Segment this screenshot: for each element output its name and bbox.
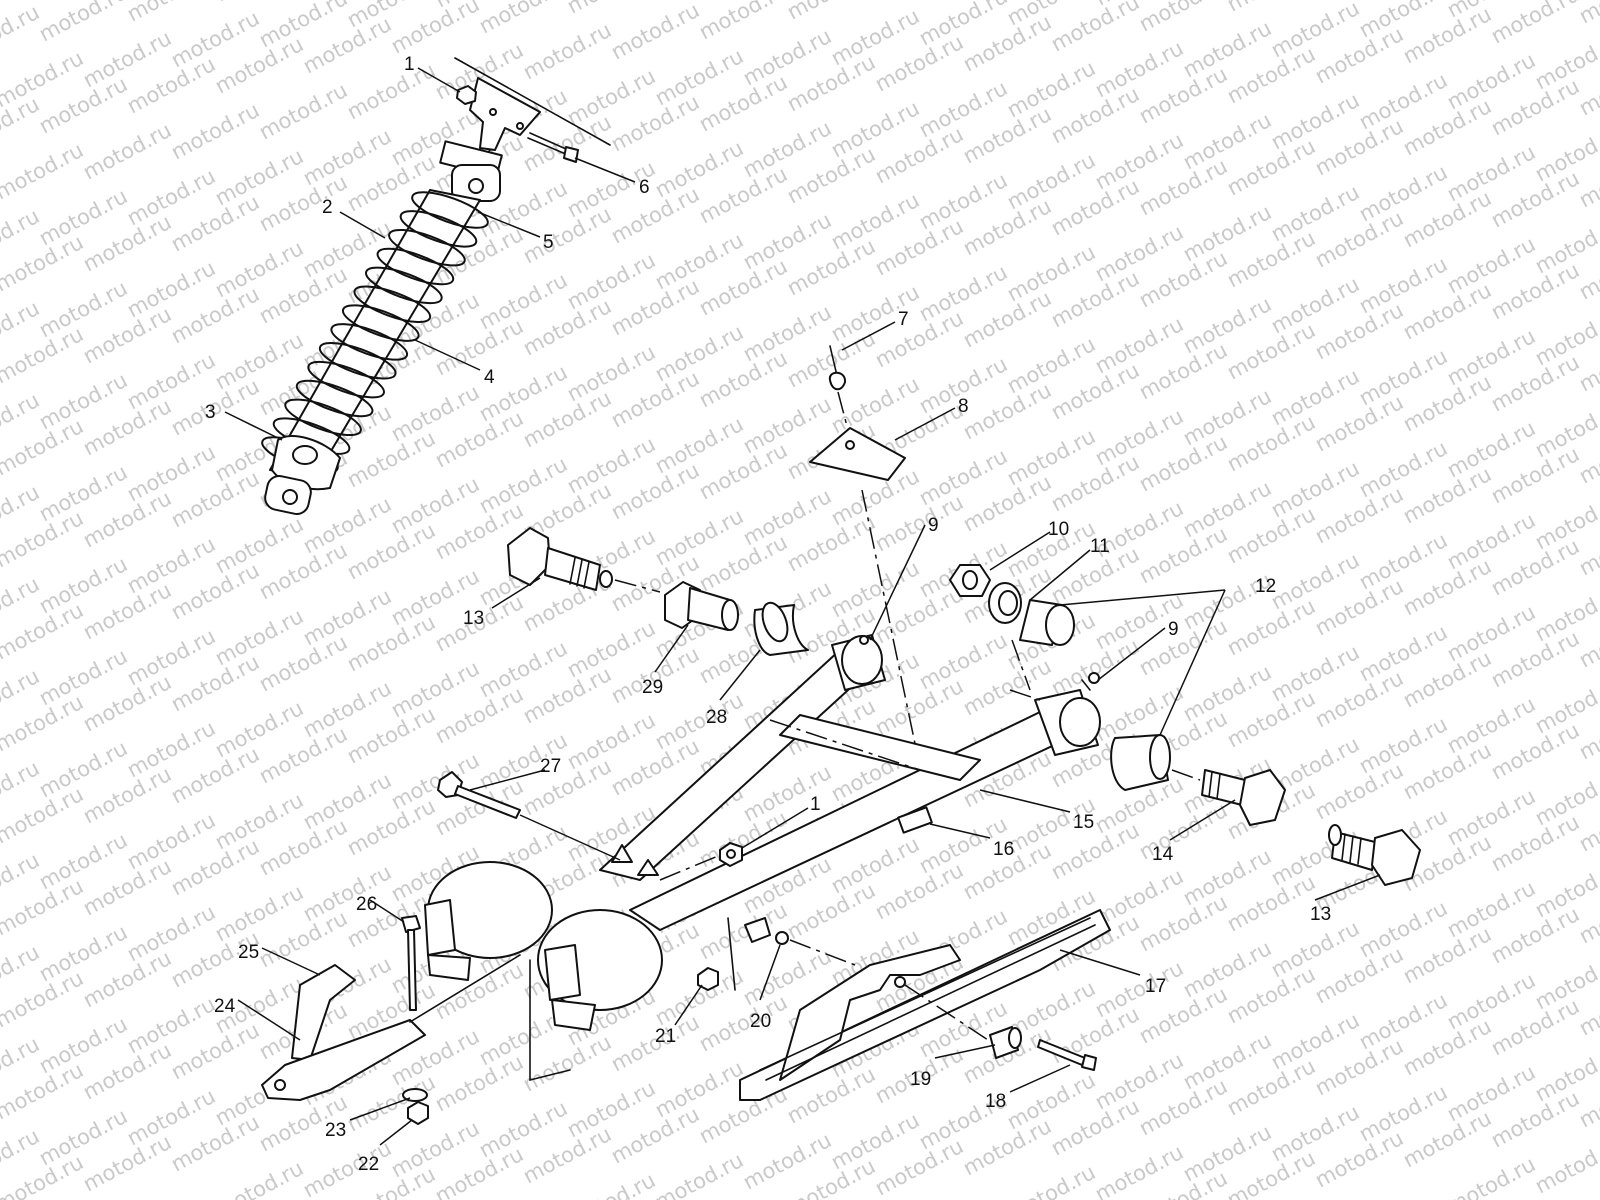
callout-24: 24 [214,996,236,1017]
spring-coil [365,266,443,305]
spring-coil [330,323,409,361]
callout-29: 29 [642,677,663,698]
spring-coil [353,285,432,323]
axle-clamp-left [424,861,553,981]
callout-9: 9 [928,515,939,536]
frame-nut [719,842,743,867]
spring-coil [388,228,466,267]
callout-20: 20 [750,1011,771,1032]
callout-25: 25 [238,942,259,963]
callout-10: 10 [1048,519,1069,540]
callout-15: 15 [1073,812,1094,833]
callout-23: 23 [325,1120,346,1141]
shock-mount-bolt [527,132,579,163]
bracket-25 [291,964,356,1061]
swing-arm-frame [599,634,1101,931]
screw-18 [1037,1039,1097,1071]
callout-7: 7 [898,309,909,330]
callout-1: 1 [404,54,415,75]
callout-21: 21 [655,1026,676,1047]
pivot-plate [809,427,906,481]
callout-5: 5 [543,232,554,253]
spring-coil [399,210,478,248]
callout-17: 17 [1145,976,1166,997]
leader-lines [224,67,1381,1146]
callout-3: 3 [205,402,216,423]
callout-22: 22 [358,1154,379,1175]
nut-22 [407,1101,429,1125]
callout-labels: 1 2 3 4 5 6 7 8 9 10 11 12 9 13 29 28 27… [205,54,1331,1175]
pivot-bolt-left [507,527,613,591]
callout-27: 27 [540,756,561,777]
spring-coil [341,304,420,342]
spring-coil [307,360,385,399]
callout-6: 6 [639,177,650,198]
pin-cotter [828,345,846,391]
pivot-bushing-29 [664,581,739,631]
axle-clamp-right [537,909,663,1031]
callout-9-right: 9 [1168,619,1179,640]
pivot-bolt-right [1328,824,1421,886]
callout-12: 12 [1255,576,1276,597]
pivot-sleeve-28 [753,601,809,656]
callout-16: 16 [993,839,1014,860]
callout-8: 8 [958,396,969,417]
callout-4: 4 [484,367,495,388]
spacer-19 [989,1026,1022,1059]
callout-13: 13 [463,608,484,629]
callout-13-right: 13 [1310,904,1331,925]
bracket-24 [261,954,521,1101]
callout-11: 11 [1090,536,1110,557]
spring-coil [411,191,489,229]
spring-coil [284,398,362,437]
shock-absorber [261,189,489,515]
shock-mount-nut [456,85,477,105]
pivot-sleeve-12-upper [1019,599,1075,646]
bolt-26 [401,915,421,1011]
pivot-nut-10 [949,564,991,597]
callout-14: 14 [1152,844,1174,865]
washer-11 [988,582,1022,624]
callout-19: 19 [910,1069,931,1090]
callout-1-lower: 1 [810,794,821,815]
spring-coil [295,379,374,418]
spring-coil [318,342,397,380]
bracket-20 [727,917,856,991]
nut-21 [697,967,719,991]
axle-bolt-27 [437,771,521,819]
callout-28: 28 [706,707,727,728]
callout-2: 2 [322,197,333,218]
callout-18: 18 [985,1091,1006,1112]
callout-26: 26 [356,894,377,915]
spring-coil [376,247,455,286]
pivot-sleeve-12-lower [1110,734,1171,791]
pivot-bolt-14 [1201,769,1286,826]
